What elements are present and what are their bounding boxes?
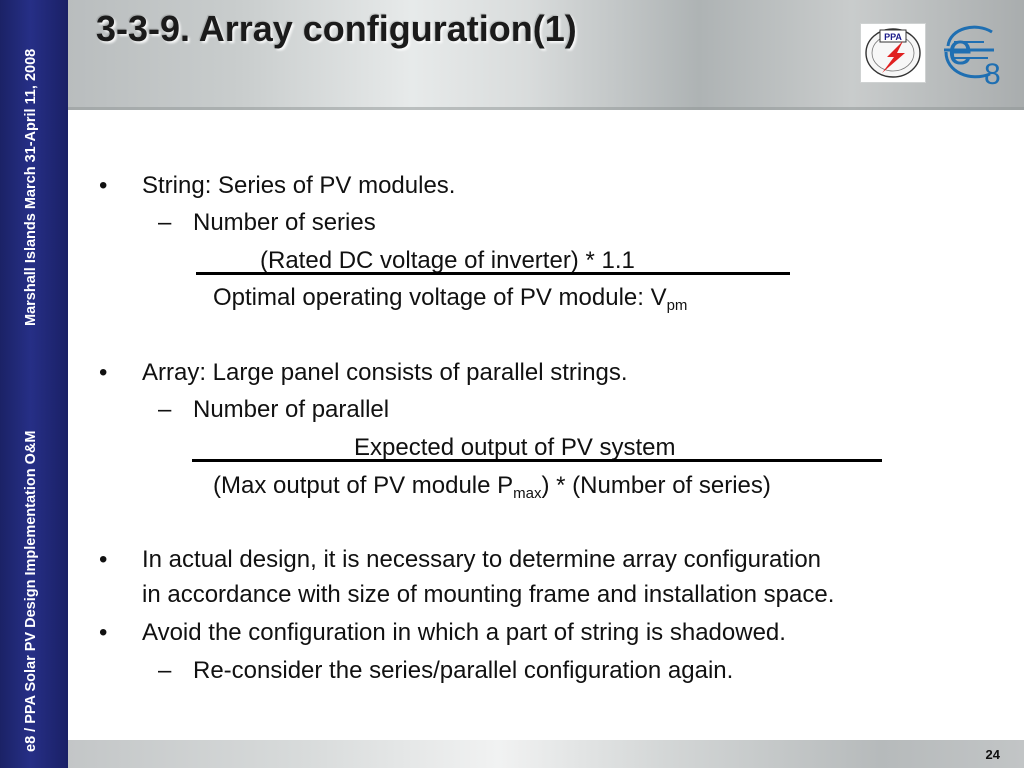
e8-letter: e	[948, 25, 972, 74]
series-denominator: Optimal operating voltage of PV module: …	[213, 284, 687, 314]
number-of-series-label: Number of series	[193, 209, 376, 236]
ppa-logo-text: PPA	[884, 32, 902, 42]
series-numerator: (Rated DC voltage of inverter) * 1.1	[260, 247, 635, 274]
dash-marker: –	[158, 209, 172, 236]
page-number: 24	[985, 747, 1000, 762]
slide-title: 3-3-9. Array configuration(1)	[96, 8, 577, 49]
reconsider-label: Re-consider the series/parallel configur…	[193, 657, 734, 684]
pmax-subscript: max	[513, 485, 542, 502]
parallel-denominator-post: ) * (Number of series)	[541, 472, 771, 499]
e8-subscript: 8	[984, 58, 1001, 90]
parallel-numerator: Expected output of PV system	[354, 434, 676, 461]
e8-logo-icon: e 8	[940, 16, 1010, 91]
dash-marker: –	[158, 657, 172, 684]
parallel-denominator: (Max output of PV module Pmax) * (Number…	[213, 472, 771, 502]
dash-marker: –	[158, 396, 172, 423]
number-of-parallel-label: Number of parallel	[193, 396, 390, 423]
bullet-marker: •	[99, 619, 108, 646]
design-line-2: in accordance with size of mounting fram…	[142, 581, 835, 608]
bullet-marker: •	[99, 546, 108, 573]
course-title-label: e8 / PPA Solar PV Design Implementation …	[23, 430, 39, 753]
design-line-1: In actual design, it is necessary to det…	[142, 546, 822, 573]
parallel-fraction-line	[192, 459, 882, 462]
slide-footer: 24	[68, 740, 1024, 768]
array-bullet-text: Array: Large panel consists of parallel …	[142, 359, 628, 386]
slide-body: • String: Series of PV modules. – Number…	[68, 110, 1024, 740]
bullet-marker: •	[99, 359, 108, 386]
vpm-subscript: pm	[666, 297, 688, 314]
string-bullet-text: String: Series of PV modules.	[142, 172, 456, 199]
parallel-denominator-pre: (Max output of PV module P	[213, 472, 514, 499]
event-date-label: Marshall Islands March 31-April 11, 2008	[23, 48, 39, 326]
series-fraction-line	[196, 272, 790, 275]
sidebar: Marshall Islands March 31-April 11, 2008…	[0, 0, 68, 768]
shadow-bullet-text: Avoid the configuration in which a part …	[142, 619, 786, 646]
bullet-marker: •	[99, 172, 108, 199]
series-denominator-text: Optimal operating voltage of PV module: …	[213, 284, 667, 311]
ppa-logo-icon: PPA	[860, 23, 926, 83]
